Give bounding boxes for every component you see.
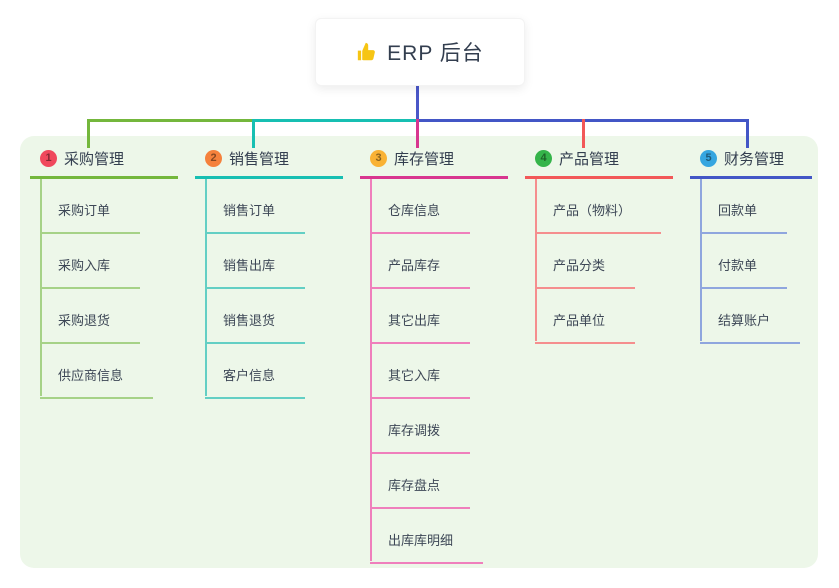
branch-children: 采购订单采购入库采购退货供应商信息 — [30, 179, 178, 399]
child-node-row: 产品库存 — [360, 234, 508, 289]
child-node-row: 付款单 — [690, 234, 812, 289]
branch-number-badge: 4 — [535, 149, 552, 167]
child-node-row: 采购订单 — [30, 179, 178, 234]
child-node[interactable]: 库存调拨 — [370, 420, 471, 454]
branch-children: 回款单付款单结算账户 — [690, 179, 812, 344]
branch-label: 采购管理 — [64, 150, 125, 168]
thumbs-up-icon — [356, 41, 378, 63]
branch-children: 产品（物料） 产品分类产品单位 — [525, 179, 673, 344]
connector-drop-5 — [746, 119, 749, 148]
child-node-row: 回款单 — [690, 179, 812, 234]
child-node-row: 产品（物料） — [525, 179, 673, 234]
branch-trunk-line — [535, 179, 537, 341]
branch-2: 2 销售管理销售订单销售出库销售退货客户信息 — [195, 146, 343, 399]
branch-label: 产品管理 — [559, 150, 620, 168]
branch-4: 4 产品管理产品（物料） 产品分类产品单位 — [525, 146, 673, 344]
child-node[interactable]: 产品单位 — [535, 310, 636, 344]
child-node-row: 结算账户 — [690, 289, 812, 344]
child-node[interactable]: 产品库存 — [370, 255, 471, 289]
branch-children: 仓库信息产品库存其它出库其它入库库存调拨库存盘点出库库明细 — [360, 179, 508, 564]
child-node-row: 库存调拨 — [360, 399, 508, 454]
child-node[interactable]: 产品分类 — [535, 255, 636, 289]
branch-header-3[interactable]: 3 库存管理 — [360, 146, 508, 179]
child-node[interactable]: 采购订单 — [40, 200, 141, 234]
child-node[interactable]: 其它入库 — [370, 365, 471, 399]
child-node-row: 产品单位 — [525, 289, 673, 344]
child-node-row: 其它入库 — [360, 344, 508, 399]
child-node-row: 销售订单 — [195, 179, 343, 234]
child-node[interactable]: 付款单 — [700, 255, 788, 289]
child-node-row: 销售退货 — [195, 289, 343, 344]
branch-number-badge: 2 — [205, 149, 222, 167]
branch-label: 库存管理 — [394, 150, 455, 168]
branch-1: 1 采购管理采购订单采购入库采购退货供应商信息 — [30, 146, 178, 399]
child-node[interactable]: 结算账户 — [700, 310, 801, 344]
branches-panel — [20, 136, 818, 568]
child-node[interactable]: 回款单 — [700, 200, 788, 234]
child-node[interactable]: 库存盘点 — [370, 475, 471, 509]
child-node[interactable]: 产品（物料） — [535, 200, 662, 234]
child-node-row: 采购退货 — [30, 289, 178, 344]
connector-segment-2 — [252, 119, 419, 122]
connector-drop-1 — [87, 119, 90, 148]
connector-segment-1 — [87, 119, 255, 122]
branch-number-badge: 3 — [370, 149, 387, 167]
branch-number-badge: 1 — [40, 149, 57, 167]
branch-children: 销售订单销售出库销售退货客户信息 — [195, 179, 343, 399]
child-node-row: 其它出库 — [360, 289, 508, 344]
child-node[interactable]: 其它出库 — [370, 310, 471, 344]
child-node-row: 库存盘点 — [360, 454, 508, 509]
branch-3: 3 库存管理仓库信息产品库存其它出库其它入库库存调拨库存盘点出库库明细 — [360, 146, 508, 564]
root-stem-line — [416, 85, 419, 120]
child-node-row: 采购入库 — [30, 234, 178, 289]
root-node[interactable]: ERP 后台 — [315, 18, 525, 86]
child-node[interactable]: 出库库明细 — [370, 530, 484, 564]
branch-label: 财务管理 — [724, 150, 785, 168]
child-node[interactable]: 销售出库 — [205, 255, 306, 289]
connector-drop-2 — [252, 119, 255, 148]
branch-header-5[interactable]: 5 财务管理 — [690, 146, 812, 179]
child-node[interactable]: 仓库信息 — [370, 200, 471, 234]
child-node-row: 出库库明细 — [360, 509, 508, 564]
branch-header-2[interactable]: 2 销售管理 — [195, 146, 343, 179]
child-node[interactable]: 采购入库 — [40, 255, 141, 289]
branch-label: 销售管理 — [229, 150, 290, 168]
child-node-row: 仓库信息 — [360, 179, 508, 234]
root-node-label: ERP 后台 — [387, 42, 484, 65]
child-node[interactable]: 销售退货 — [205, 310, 306, 344]
connector-drop-4 — [582, 119, 585, 148]
child-node[interactable]: 销售订单 — [205, 200, 306, 234]
connector-drop-3 — [416, 119, 419, 148]
child-node-row: 供应商信息 — [30, 344, 178, 399]
branch-5: 5 财务管理回款单付款单结算账户 — [690, 146, 812, 344]
child-node-row: 产品分类 — [525, 234, 673, 289]
branch-trunk-line — [370, 179, 372, 561]
child-node[interactable]: 供应商信息 — [40, 365, 154, 399]
branch-header-1[interactable]: 1 采购管理 — [30, 146, 178, 179]
child-node-row: 销售出库 — [195, 234, 343, 289]
child-node[interactable]: 客户信息 — [205, 365, 306, 399]
branch-trunk-line — [700, 179, 702, 341]
branch-header-4[interactable]: 4 产品管理 — [525, 146, 673, 179]
child-node-row: 客户信息 — [195, 344, 343, 399]
branch-number-badge: 5 — [700, 149, 717, 167]
child-node[interactable]: 采购退货 — [40, 310, 141, 344]
